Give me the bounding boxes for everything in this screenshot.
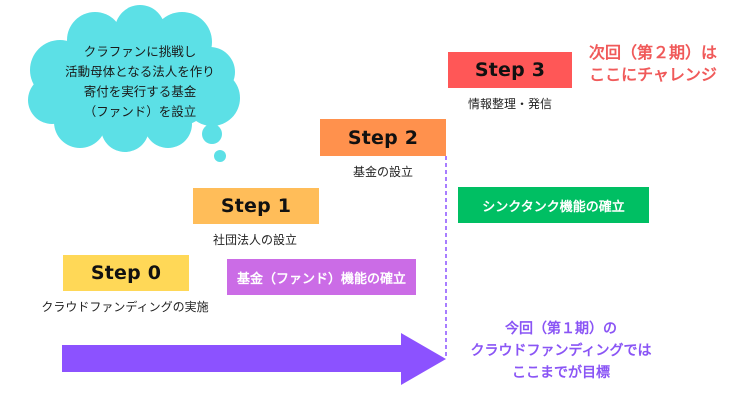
current-phase-note-line: 今回（第１期）の [505,321,617,337]
step-2-box: Step 2 [320,119,446,156]
fund-function-box: 基金（ファンド）機能の確立 [227,259,416,295]
thought-cloud [28,5,240,152]
step-0-caption: クラウドファンディングの実施 [41,300,209,314]
cloud-line: クラファンに挑戦し [83,44,197,59]
next-phase-note-line: 次回（第２期）は [588,43,717,62]
progress-arrow [62,333,446,385]
cloud-line: 活動母体となる法人を作り [65,64,215,79]
current-phase-note-line: ここまでが目標 [512,365,610,381]
step-2-caption: 基金の設立 [352,165,413,179]
current-phase-note: 今回（第１期）の クラウドファンディングでは ここまでが目標 [456,318,666,384]
step-3-box: Step 3 [448,52,572,88]
step-1-caption: 社団法人の設立 [212,233,297,247]
cloud-line: 寄付を実行する基金 [83,84,197,99]
thinktank-function-box: シンクタンク機能の確立 [458,187,649,223]
step-3-caption: 情報整理・発信 [467,97,552,111]
thought-bubble-small [214,150,226,162]
step-0-box: Step 0 [63,255,189,291]
next-phase-note-line: ここにチャレンジ [589,65,717,84]
cloud-line: （ファンド）を設立 [83,104,197,119]
next-phase-note: 次回（第２期）は ここにチャレンジ [578,42,728,86]
cloud-description: クラファンに挑戦し 活動母体となる法人を作り 寄付を実行する基金 （ファンド）を… [40,42,240,122]
current-phase-note-line: クラウドファンディングでは [470,343,652,359]
step-1-box: Step 1 [193,188,319,224]
